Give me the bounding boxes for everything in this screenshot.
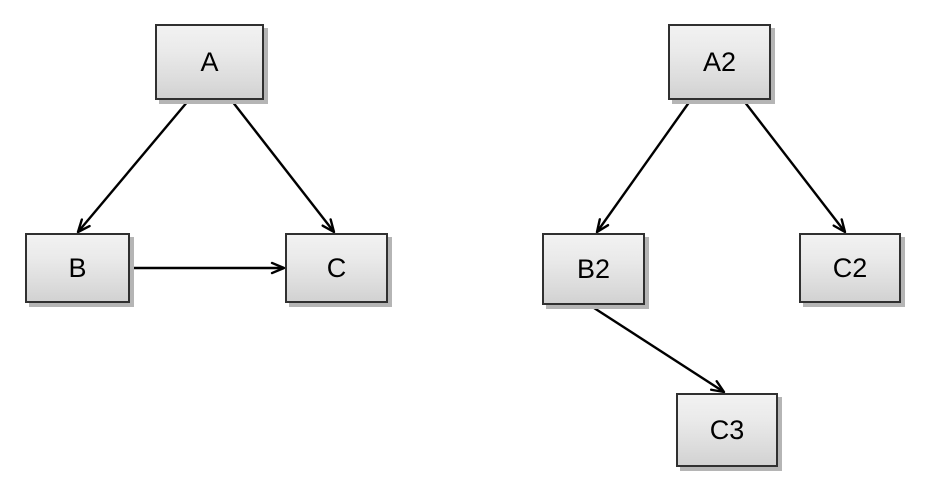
node-label-b: B (68, 252, 87, 283)
node-c3[interactable]: C3 (676, 393, 778, 467)
node-label-c: C (326, 252, 347, 283)
edge-A2-C2[interactable] (743, 100, 846, 233)
edge-B2-C3[interactable] (590, 304, 725, 394)
node-a[interactable]: A (155, 24, 264, 100)
node-a2[interactable]: A2 (668, 24, 771, 100)
node-b[interactable]: B (25, 233, 130, 303)
node-label-c2: C2 (832, 252, 868, 283)
node-c[interactable]: C (285, 233, 388, 303)
edge-A-B[interactable] (77, 100, 189, 233)
node-label-c3: C3 (709, 414, 745, 445)
edge-arrowhead-A-C (321, 218, 336, 234)
edge-arrowhead-A2-C2 (832, 218, 847, 234)
edge-A-C[interactable] (231, 100, 335, 233)
node-label-a2: A2 (702, 46, 737, 77)
node-label-a: A (200, 46, 219, 77)
node-label-b2: B2 (576, 253, 611, 284)
node-c2[interactable]: C2 (799, 233, 901, 303)
edge-arrowhead-B2-C3 (709, 380, 726, 394)
node-b2[interactable]: B2 (542, 233, 645, 305)
edge-arrowhead-A2-B2 (595, 218, 610, 234)
edge-arrowhead-A-B (76, 218, 91, 234)
edge-arrowhead-B-C (270, 261, 286, 275)
edge-A2-B2[interactable] (596, 100, 691, 233)
